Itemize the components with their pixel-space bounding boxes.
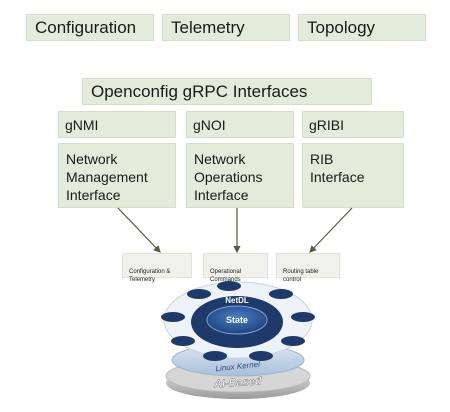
gnmi-description-box: Network Management Interface — [58, 143, 176, 208]
gnoi-box: gNOI — [186, 111, 294, 138]
gribi-description-box: RIB Interface — [302, 143, 404, 208]
grpc-header-box: Openconfig gRPC Interfaces — [82, 78, 372, 105]
protocol-node — [249, 351, 273, 361]
operational-commands-label: Operational Commands — [210, 269, 242, 283]
protocol-node — [291, 312, 315, 322]
protocol-node — [161, 312, 185, 322]
gnmi-label: gNMI — [65, 116, 99, 133]
topology-label: Topology — [307, 17, 376, 37]
arrow-gribi — [309, 207, 353, 253]
routing-table-label: Routing table control — [283, 269, 319, 283]
arrow-gnmi — [117, 207, 161, 253]
config-telemetry-label: Configuration & Telemetry — [129, 269, 171, 283]
config-telemetry-box: Configuration & Telemetry — [122, 253, 192, 283]
gnoi-description-box: Network Operations Interface — [186, 143, 294, 208]
ai-based-label: AI-Based — [213, 375, 263, 390]
netdl-label: NetDL — [225, 296, 249, 305]
gnoi-description: Network Operations Interface — [194, 151, 263, 203]
gribi-description: RIB Interface — [310, 151, 365, 185]
gribi-box: gRIBI — [302, 111, 404, 138]
gribi-label: gRIBI — [309, 116, 345, 133]
protocol-node — [171, 336, 195, 346]
protocol-node — [187, 289, 211, 299]
operational-commands-box: Operational Commands — [203, 253, 268, 283]
protocol-nodes — [161, 281, 315, 361]
protocol-node — [269, 289, 293, 299]
protocol-node — [203, 351, 227, 361]
protocol-node — [217, 281, 241, 291]
telemetry-box: Telemetry — [162, 14, 290, 41]
gnmi-description: Network Management Interface — [66, 151, 148, 203]
gnmi-box: gNMI — [58, 111, 176, 138]
topology-box: Topology — [298, 14, 426, 41]
protocol-node — [281, 336, 305, 346]
state-core — [206, 305, 268, 335]
telemetry-label: Telemetry — [171, 17, 245, 37]
grpc-header-label: Openconfig gRPC Interfaces — [91, 81, 308, 101]
gnoi-label: gNOI — [193, 116, 226, 133]
routing-table-box: Routing table control — [276, 253, 340, 283]
config-box: Configuration — [26, 14, 154, 41]
state-label: State — [226, 315, 248, 325]
config-label: Configuration — [35, 17, 137, 37]
